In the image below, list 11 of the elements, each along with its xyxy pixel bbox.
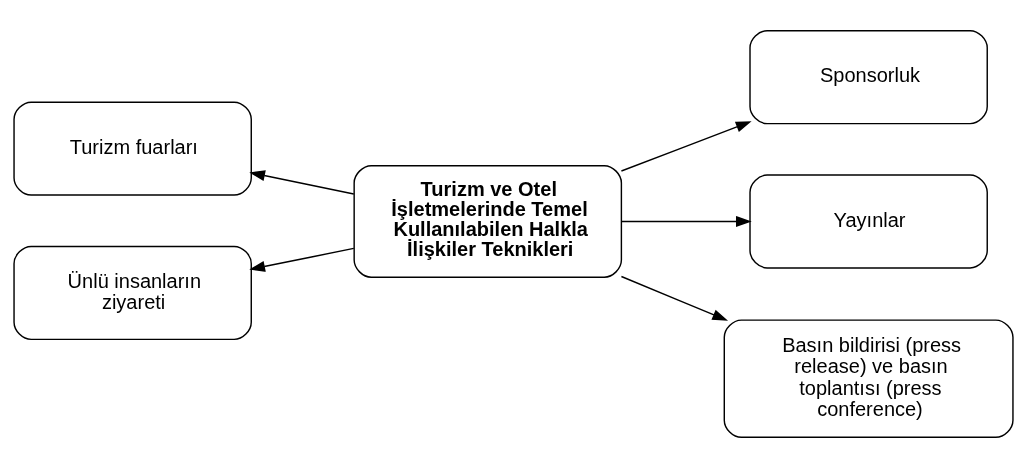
node-box: Sponsorluk bbox=[749, 29, 988, 124]
node-box: Turizm fuarları bbox=[13, 100, 252, 196]
arrow bbox=[620, 275, 729, 321]
arrow bbox=[249, 247, 355, 272]
arrow bbox=[249, 169, 355, 195]
node-box: Ünlü insanların ziyareti bbox=[13, 245, 252, 340]
arrow bbox=[620, 120, 752, 172]
node-box: Basın bildirisi (press release) ve basın toplantısı (press conference) bbox=[723, 318, 1014, 438]
arrow bbox=[620, 215, 752, 227]
node-box: Yayınlar bbox=[749, 173, 988, 269]
node-box: Turizm ve Otel İşletmelerinde Temel Kullanılabilen Halkla İlişkiler Teknikleri bbox=[353, 164, 623, 278]
